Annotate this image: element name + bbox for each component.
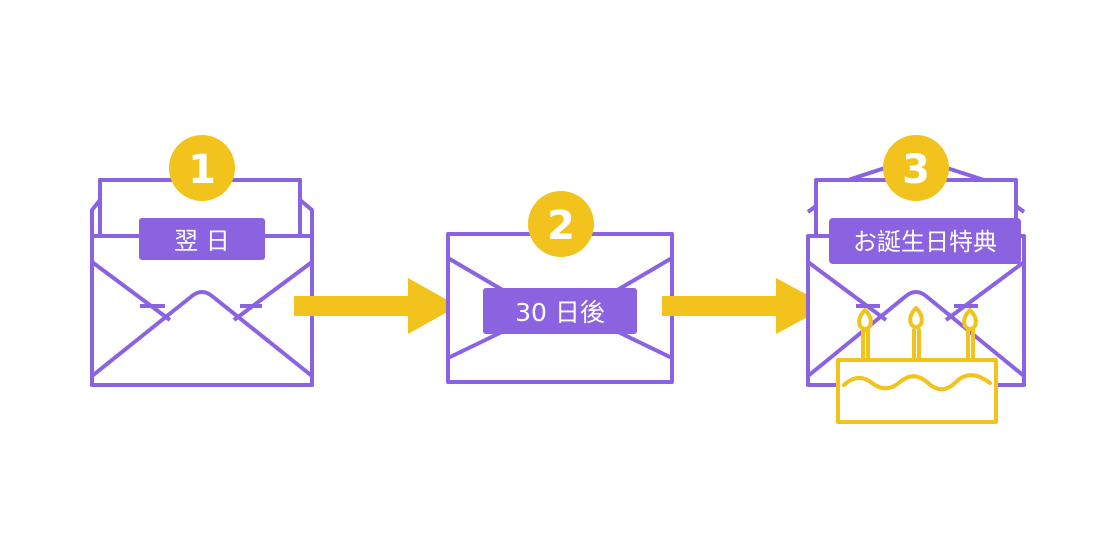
arrow-right-icon [294, 278, 458, 334]
open-envelope-icon [90, 156, 314, 387]
step-label-bg [829, 218, 1021, 264]
step-number-badge [169, 135, 235, 201]
step-label: 30 日後 [515, 298, 605, 327]
step-1: 翌 日 1 [90, 135, 314, 387]
step-3: お誕生日特典 3 [806, 135, 1026, 424]
step-number: 3 [902, 147, 930, 193]
step-number: 2 [547, 203, 575, 249]
step-2: 30 日後 2 [446, 191, 674, 384]
step-number-badge [528, 191, 594, 257]
arrow-right-icon [662, 278, 828, 334]
step-label: 翌 日 [174, 227, 230, 255]
step-number-badge [883, 135, 949, 201]
birthday-cake-icon [836, 306, 998, 424]
step-label-bg [139, 218, 265, 260]
step-label: お誕生日特典 [853, 228, 997, 256]
step-label-bg [483, 288, 637, 334]
step-number: 1 [188, 147, 216, 193]
